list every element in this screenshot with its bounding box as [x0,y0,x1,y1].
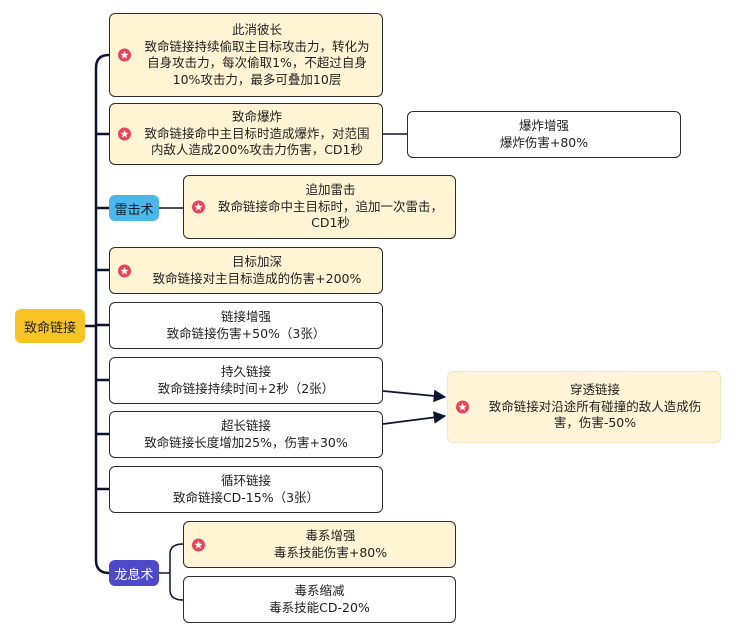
node-card[interactable]: 超长链接 致命链接长度增加25%，伤害+30% [109,411,383,458]
node-title: 追加雷击 [305,182,356,198]
node-title: 链接增强 [220,309,271,324]
star-badge-icon [118,48,131,62]
group-thunder[interactable]: 雷击术 [109,195,159,221]
node-desc: 致命链接持续时间+2秒（2张） [157,380,335,396]
node-card[interactable]: 毒系增强 毒系技能伤害+80% [183,521,456,568]
node-title: 爆炸增强 [518,118,569,133]
node-card[interactable]: 持久链接 致命链接持续时间+2秒（2张） [109,357,383,404]
star-badge-icon [192,200,205,214]
node-card[interactable]: 追加雷击 致命链接命中主目标时，追加一次雷击，CD1秒 [183,175,456,239]
star-badge-icon [456,400,469,414]
node-title: 持久链接 [220,364,271,379]
star-badge-icon [192,538,205,551]
node-title: 超长链接 [220,418,271,433]
node-card[interactable]: 链接增强 致命链接伤害+50%（3张） [109,302,383,349]
node-title: 循环链接 [220,473,271,488]
node-title: 致命爆炸 [231,109,282,125]
node-desc: 致命链接CD-15%（3张） [172,489,320,505]
node-title: 目标加深 [231,254,282,269]
group-dragon[interactable]: 龙息术 [109,560,159,586]
node-desc: 致命链接持续偷取主目标攻击力，转化为自身攻击力，每次偷取1%，不超过自身10%攻… [144,38,370,87]
node-desc: 致命链接对主目标造成的伤害+200% [152,270,362,286]
node-title: 此消彼长 [231,22,282,37]
group-dragon-label: 龙息术 [114,567,154,583]
node-desc: 毒系技能CD-20% [269,599,370,615]
root-node[interactable]: 致命链接 [15,309,85,343]
node-title: 毒系增强 [305,528,356,543]
node-card[interactable]: 此消彼长 致命链接持续偷取主目标攻击力，转化为自身攻击力，每次偷取1%，不超过自… [109,13,383,97]
star-badge-icon [118,127,131,141]
node-desc: 毒系技能伤害+80% [273,544,388,560]
node-desc: 致命链接命中主目标时，追加一次雷击，CD1秒 [217,198,443,231]
node-desc: 致命链接对沿途所有碰撞的敌人造成伤害，伤害-50% [488,398,702,431]
node-card[interactable]: 穿透链接 致命链接对沿途所有碰撞的敌人造成伤害，伤害-50% [447,371,721,443]
node-desc: 致命链接命中主目标时造成爆炸，对范围内敌人造成200%攻击力伤害，CD1秒 [144,125,370,158]
node-card[interactable]: 目标加深 致命链接对主目标造成的伤害+200% [109,247,383,294]
node-desc: 爆炸伤害+80% [499,134,589,150]
node-title: 穿透链接 [569,382,620,398]
node-desc: 致命链接长度增加25%，伤害+30% [144,434,348,450]
group-thunder-label: 雷击术 [114,202,154,218]
node-card[interactable]: 循环链接 致命链接CD-15%（3张） [109,466,383,513]
node-card[interactable]: 毒系缩减 毒系技能CD-20% [183,576,456,623]
node-title: 毒系缩减 [294,583,345,598]
star-badge-icon [118,264,131,277]
node-card[interactable]: 爆炸增强 爆炸伤害+80% [407,111,681,158]
root-label: 致命链接 [23,320,76,336]
node-card[interactable]: 致命爆炸 致命链接命中主目标时造成爆炸，对范围内敌人造成200%攻击力伤害，CD… [109,103,383,165]
node-desc: 致命链接伤害+50%（3张） [166,325,326,341]
